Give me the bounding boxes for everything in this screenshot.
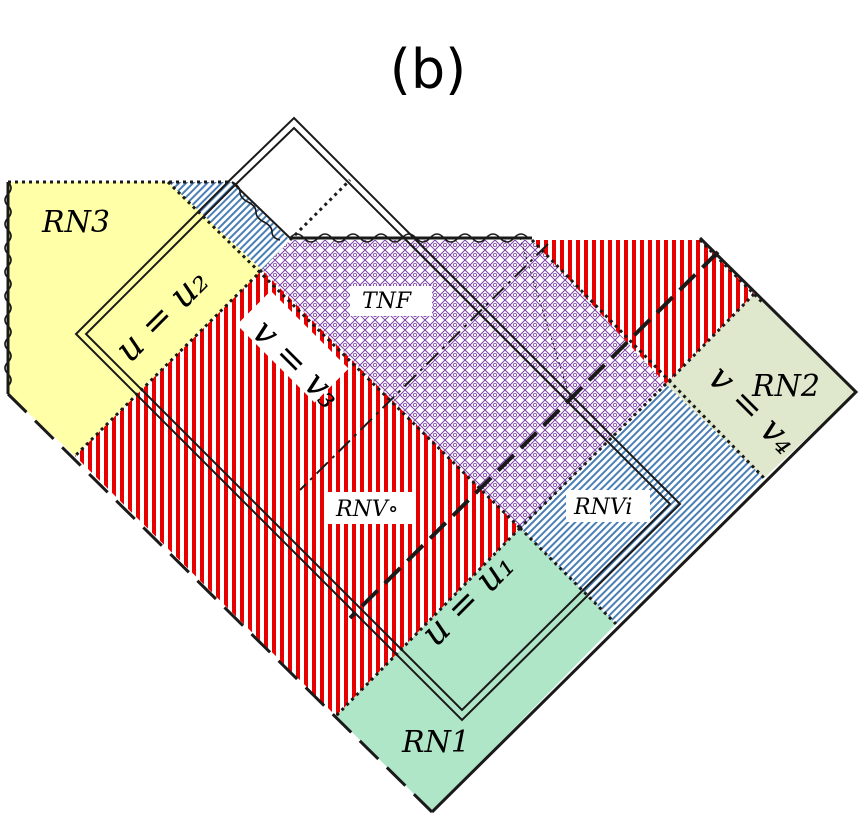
label-rn2: RN2 (751, 369, 820, 404)
horizons-dotted (8, 178, 766, 718)
rnvo-label-bg (328, 492, 412, 524)
v3-label-bg (236, 290, 349, 403)
figure-label: (b) (390, 38, 466, 101)
region-rnvi-upper (168, 182, 290, 270)
line-dashdot-interior (299, 243, 549, 491)
boundary-left-dashed (6, 392, 434, 814)
line-dashed-interior (348, 250, 720, 620)
label-rn1: RN1 (401, 725, 470, 760)
double-boundary (74, 116, 682, 722)
singularity-wiggle-diagonal (231, 181, 281, 241)
region-rnvo (75, 270, 520, 716)
rnvi-label-bg (566, 490, 650, 522)
label-tnf: TNF (362, 289, 412, 314)
singularity-wiggle-left (4, 181, 12, 387)
singularity-diagonal (231, 181, 291, 239)
boundary-right (430, 236, 859, 814)
label-rnvi: RNVi (573, 495, 632, 520)
label-rnvo: RNV∘ (335, 497, 399, 522)
label-rn3: RN3 (41, 205, 110, 240)
region-rn3 (8, 182, 262, 456)
line-faint (519, 237, 573, 405)
region-rnvo-right (532, 240, 754, 384)
region-rn2 (666, 294, 856, 478)
tnf-label-bg (350, 286, 432, 316)
region-rn1 (336, 528, 616, 812)
